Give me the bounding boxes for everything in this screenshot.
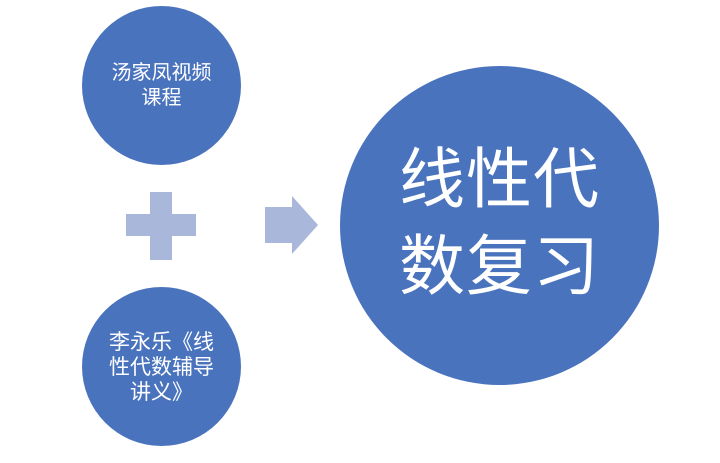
result-circle-linear-algebra-review: 线性代数复习 — [340, 66, 659, 385]
right-arrow-icon — [265, 196, 318, 254]
source-label-lecture-notes: 李永乐《线性代数辅导讲义》 — [109, 330, 214, 404]
source-circle-video-course: 汤家凤视频课程 — [82, 6, 241, 165]
plus-shape — [126, 192, 196, 260]
source-label-video-course: 汤家凤视频课程 — [111, 60, 212, 109]
arrow-shape — [265, 196, 318, 254]
result-label: 线性代数复习 — [399, 140, 600, 305]
source-circle-lecture-notes: 李永乐《线性代数辅导讲义》 — [82, 287, 241, 446]
plus-icon — [126, 192, 196, 260]
